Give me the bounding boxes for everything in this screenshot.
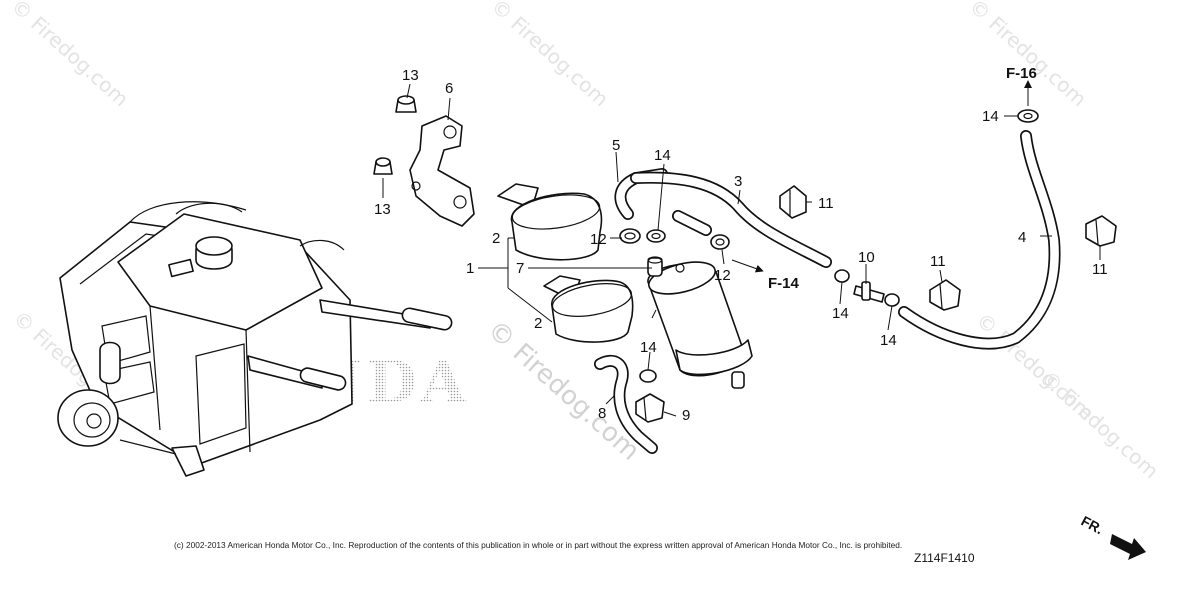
callout-14: 14	[880, 332, 897, 349]
callout-13: 13	[374, 201, 391, 218]
callout-8: 8	[598, 405, 606, 422]
watermark: © Firedog.com	[1037, 366, 1164, 483]
part-13-grommets	[373, 95, 417, 175]
front-direction-arrow-icon	[1110, 534, 1146, 560]
callout-7: 7	[516, 260, 524, 277]
callout-12: 12	[714, 267, 731, 284]
callout-5: 5	[612, 137, 620, 154]
reference-f14: F-14	[768, 275, 800, 292]
callout-2: 2	[492, 230, 500, 247]
hoses	[594, 130, 1061, 454]
callout-2: 2	[534, 315, 542, 332]
callout-9: 9	[682, 407, 690, 424]
callout-12: 12	[590, 231, 607, 248]
callout-1: 1	[466, 260, 474, 277]
callout-11: 11	[818, 195, 834, 212]
front-direction-indicator: FR.	[1079, 513, 1146, 560]
callout-4: 4	[1018, 229, 1026, 246]
callout-11: 11	[930, 253, 946, 270]
callout-10: 10	[858, 249, 875, 266]
callout-13: 13	[402, 67, 419, 84]
part-2-bands	[497, 183, 634, 343]
copyright-notice: (c) 2002-2013 American Honda Motor Co., …	[174, 540, 902, 550]
part-1-canister	[647, 256, 753, 389]
leader-lines	[382, 80, 1101, 417]
generator-illustration	[57, 201, 453, 477]
callout-11: 11	[1092, 261, 1108, 278]
callout-14: 14	[832, 305, 849, 322]
callout-14: 14	[640, 339, 657, 356]
diagram-code: Z114F1410	[914, 551, 975, 565]
clamps	[619, 109, 1117, 423]
watermark: © Firedog.com	[7, 0, 134, 111]
callout-6: 6	[445, 80, 453, 97]
part-6-bracket	[409, 115, 475, 227]
front-direction-label: FR.	[1079, 513, 1106, 538]
callout-14: 14	[982, 108, 999, 125]
callout-14: 14	[654, 147, 671, 164]
watermark: © Firedog.com	[487, 0, 614, 111]
reference-f16: F-16	[1006, 65, 1037, 82]
callout-3: 3	[734, 173, 742, 190]
callouts: 13 6 13 2 1 7 2 5 14 12 3 11 12 F-14 10 …	[374, 65, 1108, 424]
